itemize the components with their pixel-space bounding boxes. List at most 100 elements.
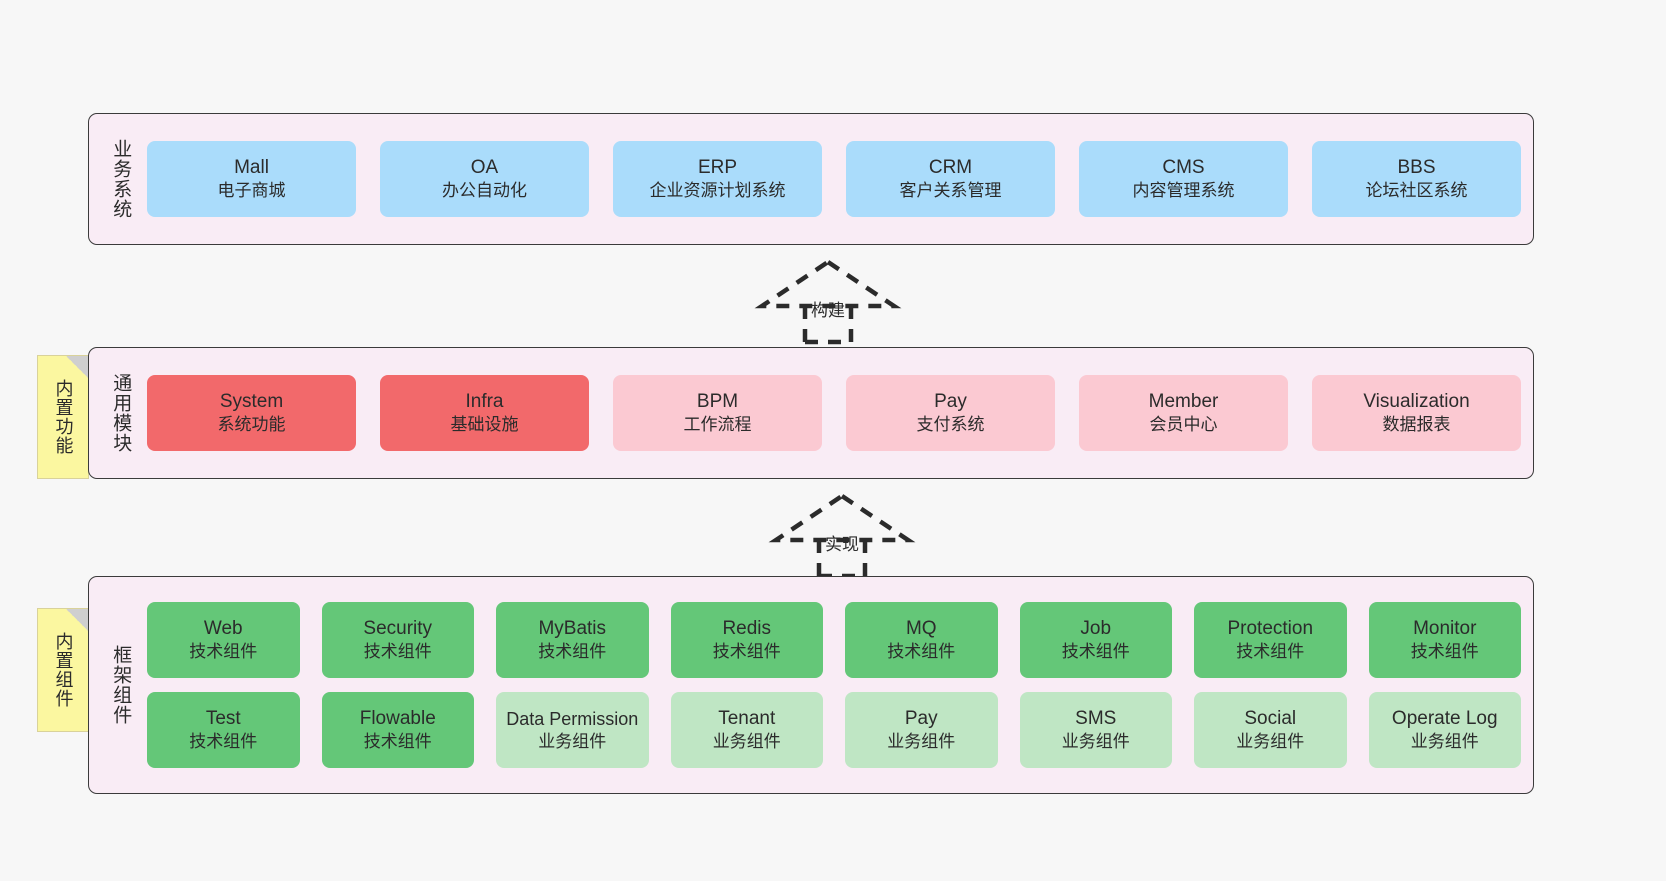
layer-business-systems: 业务系统 Mall 电子商城 OA 办公自动化 ERP 企业资源计划系统 CRM… (88, 113, 1534, 245)
card-tenant[interactable]: Tenant 业务组件 (670, 692, 823, 768)
folded-corner-icon (66, 609, 88, 631)
card-title: Monitor (1413, 617, 1477, 639)
card-member[interactable]: Member 会员中心 (1079, 375, 1288, 451)
card-subtitle: 内容管理系统 (1132, 181, 1235, 201)
card-bbs[interactable]: BBS 论坛社区系统 (1312, 141, 1521, 217)
card-subtitle: 技术组件 (189, 642, 258, 662)
card-title: Redis (722, 617, 772, 639)
card-subtitle: 支付系统 (916, 415, 985, 435)
card-job[interactable]: Job 技术组件 (1019, 602, 1172, 678)
card-title: Data Permission (506, 708, 639, 729)
card-title: Test (205, 707, 241, 729)
card-sms[interactable]: SMS 业务组件 (1019, 692, 1172, 768)
card-title: Flowable (359, 707, 436, 729)
card-title: Operate Log (1391, 707, 1498, 729)
card-cms[interactable]: CMS 内容管理系统 (1079, 141, 1288, 217)
card-subtitle: 业务组件 (887, 732, 956, 752)
card-subtitle: 业务组件 (1236, 732, 1305, 752)
card-subtitle: 技术组件 (363, 642, 432, 662)
card-title: Infra (465, 390, 504, 412)
card-title: Web (203, 617, 243, 639)
card-test[interactable]: Test 技术组件 (147, 692, 300, 768)
folded-corner-icon (66, 356, 88, 378)
card-subtitle: 论坛社区系统 (1365, 181, 1468, 201)
card-title: ERP (697, 156, 738, 178)
card-row: Web 技术组件 Security 技术组件 MyBatis 技术组件 Redi… (147, 602, 1521, 678)
card-subtitle: 业务组件 (1061, 732, 1130, 752)
card-system[interactable]: System 系统功能 (147, 375, 356, 451)
card-social[interactable]: Social 业务组件 (1194, 692, 1347, 768)
card-title: Mall (234, 156, 269, 178)
card-subtitle: 技术组件 (1236, 642, 1305, 662)
card-data-permission[interactable]: Data Permission 业务组件 (496, 692, 649, 768)
layer-body-common-modules: System 系统功能 Infra 基础设施 BPM 工作流程 Pay 支付系统… (141, 358, 1521, 468)
connector-label: 实现 (825, 535, 859, 554)
card-subtitle: 技术组件 (363, 732, 432, 752)
card-subtitle: 电子商城 (217, 181, 286, 201)
card-title: Pay (904, 707, 938, 729)
card-mq[interactable]: MQ 技术组件 (845, 602, 998, 678)
note-builtin-features: 内置功能 (37, 355, 89, 479)
layer-title-common-modules: 通用模块 (110, 373, 132, 453)
card-subtitle: 客户关系管理 (899, 181, 1002, 201)
layer-title-framework-components: 框架组件 (110, 645, 132, 725)
card-title: Protection (1227, 617, 1314, 639)
card-subtitle: 业务组件 (712, 732, 781, 752)
card-subtitle: 技术组件 (1410, 642, 1479, 662)
card-title: SMS (1075, 707, 1117, 729)
card-oa[interactable]: OA 办公自动化 (380, 141, 589, 217)
card-subtitle: 技术组件 (189, 732, 258, 752)
card-visualization[interactable]: Visualization 数据报表 (1312, 375, 1521, 451)
card-monitor[interactable]: Monitor 技术组件 (1368, 602, 1521, 678)
card-title: BBS (1397, 156, 1436, 178)
card-protection[interactable]: Protection 技术组件 (1194, 602, 1347, 678)
card-subtitle: 技术组件 (887, 642, 956, 662)
card-subtitle: 业务组件 (538, 731, 607, 751)
card-erp[interactable]: ERP 企业资源计划系统 (613, 141, 822, 217)
card-title: Social (1244, 707, 1297, 729)
card-bpm[interactable]: BPM 工作流程 (613, 375, 822, 451)
card-title: MyBatis (538, 617, 607, 639)
card-title: MQ (905, 617, 937, 639)
card-subtitle: 会员中心 (1149, 415, 1218, 435)
card-title: Tenant (718, 707, 776, 729)
note-label: 内置组件 (53, 632, 74, 708)
card-subtitle: 技术组件 (1061, 642, 1130, 662)
card-title: CMS (1162, 156, 1205, 178)
card-pay[interactable]: Pay 支付系统 (846, 375, 1055, 451)
card-pay-business[interactable]: Pay 业务组件 (845, 692, 998, 768)
card-subtitle: 业务组件 (1410, 732, 1479, 752)
layer-framework-components: 框架组件 Web 技术组件 Security 技术组件 MyBatis 技术组件… (88, 576, 1534, 794)
layer-body-framework-components: Web 技术组件 Security 技术组件 MyBatis 技术组件 Redi… (141, 587, 1521, 783)
card-title: Job (1080, 617, 1112, 639)
card-row: Mall 电子商城 OA 办公自动化 ERP 企业资源计划系统 CRM 客户关系… (147, 141, 1521, 217)
card-title: Member (1148, 390, 1219, 412)
card-title: BPM (696, 390, 739, 412)
card-title: Security (363, 617, 433, 639)
card-subtitle: 技术组件 (538, 642, 607, 662)
card-title: OA (470, 156, 499, 178)
card-subtitle: 企业资源计划系统 (649, 181, 786, 201)
card-subtitle: 基础设施 (450, 415, 519, 435)
layer-title-business-systems: 业务系统 (110, 139, 132, 219)
card-infra[interactable]: Infra 基础设施 (380, 375, 589, 451)
note-builtin-components: 内置组件 (37, 608, 89, 732)
card-title: Pay (934, 390, 967, 412)
card-mybatis[interactable]: MyBatis 技术组件 (496, 602, 649, 678)
card-subtitle: 技术组件 (712, 642, 781, 662)
card-title: Visualization (1363, 390, 1470, 412)
card-operate-log[interactable]: Operate Log 业务组件 (1368, 692, 1521, 768)
card-redis[interactable]: Redis 技术组件 (670, 602, 823, 678)
card-crm[interactable]: CRM 客户关系管理 (846, 141, 1055, 217)
connector-label: 构建 (811, 301, 845, 320)
card-row: Test 技术组件 Flowable 技术组件 Data Permission … (147, 692, 1521, 768)
connector-build: 构建 (754, 258, 902, 345)
card-row: System 系统功能 Infra 基础设施 BPM 工作流程 Pay 支付系统… (147, 375, 1521, 451)
card-mall[interactable]: Mall 电子商城 (147, 141, 356, 217)
card-subtitle: 系统功能 (217, 415, 286, 435)
card-flowable[interactable]: Flowable 技术组件 (321, 692, 474, 768)
layer-body-business-systems: Mall 电子商城 OA 办公自动化 ERP 企业资源计划系统 CRM 客户关系… (141, 124, 1521, 234)
card-security[interactable]: Security 技术组件 (321, 602, 474, 678)
card-web[interactable]: Web 技术组件 (147, 602, 300, 678)
